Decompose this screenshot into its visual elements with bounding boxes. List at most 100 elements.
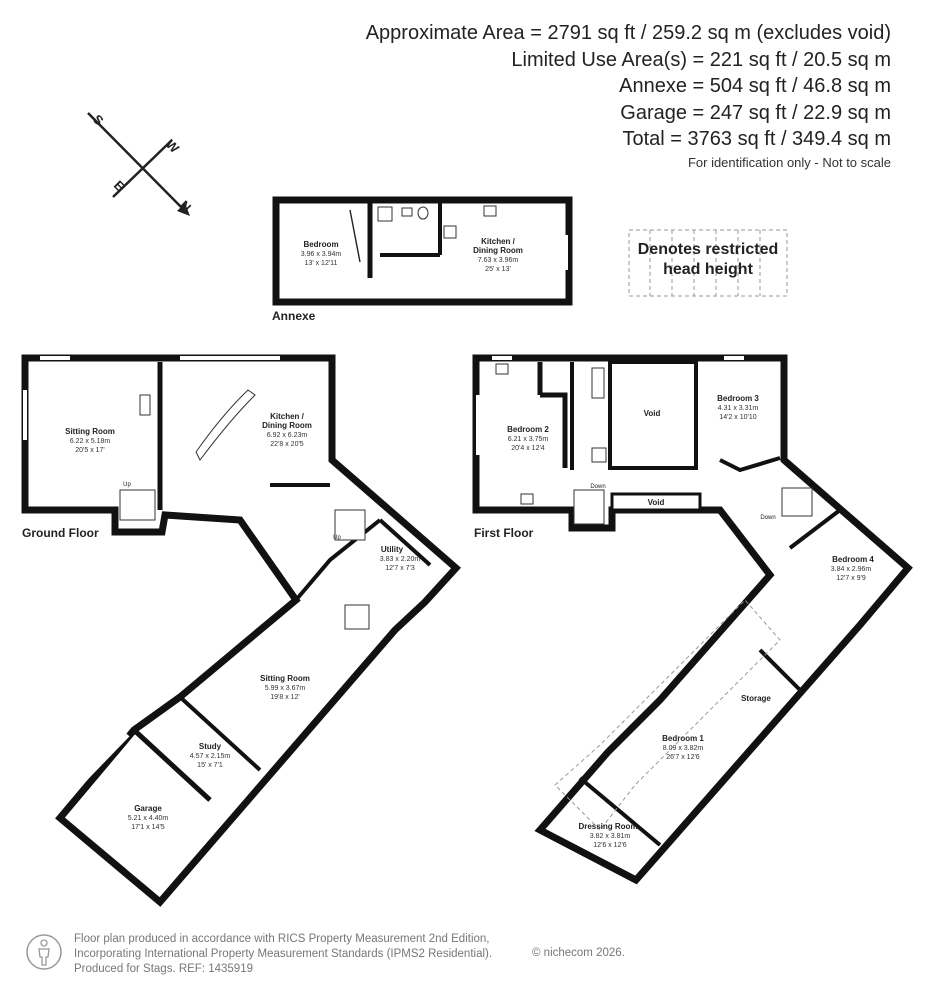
ground-sitting2-name: Sitting Room [260, 674, 310, 683]
ground-shower-icon [344, 604, 370, 630]
ground-partition-study [178, 695, 262, 772]
first-skylight-1-icon [495, 363, 509, 375]
first-dressing-imperial: 12'6 x 12'6 [593, 842, 627, 849]
ground-utility-imperial: 12'7 x 7'3 [385, 565, 415, 572]
annexe-sink-icon [443, 225, 457, 239]
scale-note: For identification only - Not to scale [687, 154, 891, 170]
legend-line-2: head height [663, 261, 753, 278]
first-bedroom2-metric: 6.21 x 3.75m [508, 436, 549, 443]
ground-sitting2-imperial: 19'8 x 12' [270, 694, 300, 701]
ground-floor-plan: Sitting Room 6.22 x 5.18m 20'5 x 17' Kit… [21, 354, 461, 907]
footer-text: Floor plan produced in accordance with R… [74, 932, 492, 977]
ground-stairs-icon [119, 489, 156, 521]
legend-text: Denotes restricted head height [628, 240, 788, 280]
ground-kitchen-island-icon [195, 389, 256, 461]
first-partition-ensuite [719, 456, 781, 473]
first-bedroom3-name: Bedroom 3 [717, 394, 759, 403]
annexe-kitchen-name-1: Kitchen / [481, 237, 516, 246]
area-line-approx: Approximate Area = 2791 sq ft / 259.2 sq… [365, 22, 891, 44]
compass-axis-we [112, 139, 173, 198]
ground-utility-metric: 3.83 x 2.20m [380, 556, 421, 563]
footer-line-2: Incorporating International Property Mea… [74, 948, 493, 960]
first-floor-label: First Floor [474, 526, 534, 540]
annexe-bedroom-metric: 3.96 x 3.94m [301, 251, 342, 258]
ground-utility-name: Utility [381, 545, 404, 554]
first-shower-icon [591, 447, 607, 463]
annexe-bedroom-imperial: 13' x 12'11 [305, 260, 338, 267]
annexe-kitchen-metric: 7.63 x 3.96m [478, 257, 519, 264]
first-skylight-2-icon [520, 493, 534, 505]
ground-fireplace-icon [139, 394, 151, 416]
first-bedroom4-imperial: 12'7 x 9'9 [836, 575, 866, 582]
annexe-floor-label: Annexe [272, 309, 316, 323]
first-stairs-icon [573, 489, 605, 525]
ground-outer-wall [21, 354, 461, 907]
area-line-garage: Garage = 247 sq ft / 22.9 sq m [620, 101, 891, 124]
first-restricted-height-area [554, 599, 781, 831]
ground-garage-imperial: 17'1 x 14'5 [131, 824, 165, 831]
first-bedroom3-imperial: 14'2 x 10'10 [719, 414, 756, 421]
footer-copyright: © nichecom 2026. [532, 947, 625, 959]
first-bedroom2-name: Bedroom 2 [507, 425, 549, 434]
annexe-bedroom-name: Bedroom [303, 240, 338, 249]
annexe-plan: Bedroom 3.96 x 3.94m 13' x 12'11 Kitchen… [272, 196, 573, 323]
compass-s-label: S [90, 112, 107, 129]
first-storage-label: Storage [741, 694, 771, 703]
annexe-outer-wall [272, 196, 573, 306]
area-line-total: Total = 3763 sq ft / 349.4 sq m [622, 128, 892, 150]
first-bedroom1-name: Bedroom 1 [662, 734, 704, 743]
ground-partition-utility-2 [378, 518, 432, 567]
first-void-label-2: Void [648, 498, 665, 507]
annexe-hob-icon [483, 205, 497, 217]
ground-sitting2-metric: 5.99 x 3.67m [265, 685, 306, 692]
ground-study-metric: 4.57 x 2.15m [190, 753, 231, 760]
ground-kitchen-name-2: Dining Room [262, 421, 312, 430]
first-bedroom1-imperial: 26'7 x 12'6 [666, 754, 700, 761]
area-line-limited: Limited Use Area(s) = 221 sq ft / 20.5 s… [511, 48, 891, 71]
ground-sitting-imperial: 20'5 x 17' [75, 447, 105, 454]
first-partition-storage [758, 648, 802, 692]
area-summary: Approximate Area = 2791 sq ft / 259.2 sq… [366, 20, 891, 173]
ground-kitchen-name-1: Kitchen / [270, 412, 305, 421]
ground-sitting-metric: 6.22 x 5.18m [70, 438, 111, 445]
first-partition-bed2b [540, 392, 568, 468]
first-dressing-metric: 3.82 x 3.81m [590, 833, 631, 840]
ground-sitting-name: Sitting Room [65, 427, 115, 436]
first-floor-plan: Bedroom 2 6.21 x 3.75m 20'4 x 12'4 Void … [472, 354, 913, 885]
annexe-shower-icon [377, 206, 393, 222]
ground-kitchen-imperial: 22'8 x 20'5 [270, 441, 304, 448]
first-void-box [608, 360, 698, 470]
first-outer-wall [472, 354, 913, 885]
first-void-label-1: Void [644, 409, 661, 418]
ground-garage-metric: 5.21 x 4.40m [128, 815, 169, 822]
ground-up-label-2: Up [333, 535, 341, 541]
first-bedroom2-imperial: 20'4 x 12'4 [511, 445, 545, 452]
first-bedroom1-metric: 8.09 x 3.82m [663, 745, 704, 752]
ground-floor-label: Ground Floor [22, 526, 99, 540]
first-bedroom4-metric: 3.84 x 2.96m [831, 566, 872, 573]
first-bedroom4-name: Bedroom 4 [832, 555, 874, 564]
ground-study-name: Study [199, 742, 222, 751]
ground-study-imperial: 15' x 7'1 [197, 762, 223, 769]
ground-up-label-1: Up [123, 482, 131, 488]
footer: Floor plan produced in accordance with R… [24, 930, 724, 980]
annexe-toilet-icon [417, 206, 429, 220]
rics-measurement-logo-icon [26, 934, 62, 970]
first-down-label-2: Down [760, 515, 775, 521]
compass-n-label: N [177, 198, 194, 215]
ground-partition-garage [132, 728, 212, 802]
annexe-kitchen-name-2: Dining Room [473, 246, 523, 255]
ground-window-garage [68, 733, 130, 797]
legend-dashed-box [628, 229, 788, 297]
compass-axis-sn [87, 112, 187, 213]
ground-garage-name: Garage [134, 804, 162, 813]
area-line-annexe: Annexe = 504 sq ft / 46.8 sq m [619, 75, 891, 97]
annexe-wardrobe [349, 209, 361, 263]
first-stairs-2-icon [781, 487, 813, 517]
footer-line-1: Floor plan produced in accordance with R… [74, 933, 490, 945]
first-down-label-1: Down [590, 484, 605, 490]
first-dressing-name: Dressing Room [578, 822, 637, 831]
footer-line-3: Produced for Stags. REF: 1435919 [74, 963, 253, 975]
